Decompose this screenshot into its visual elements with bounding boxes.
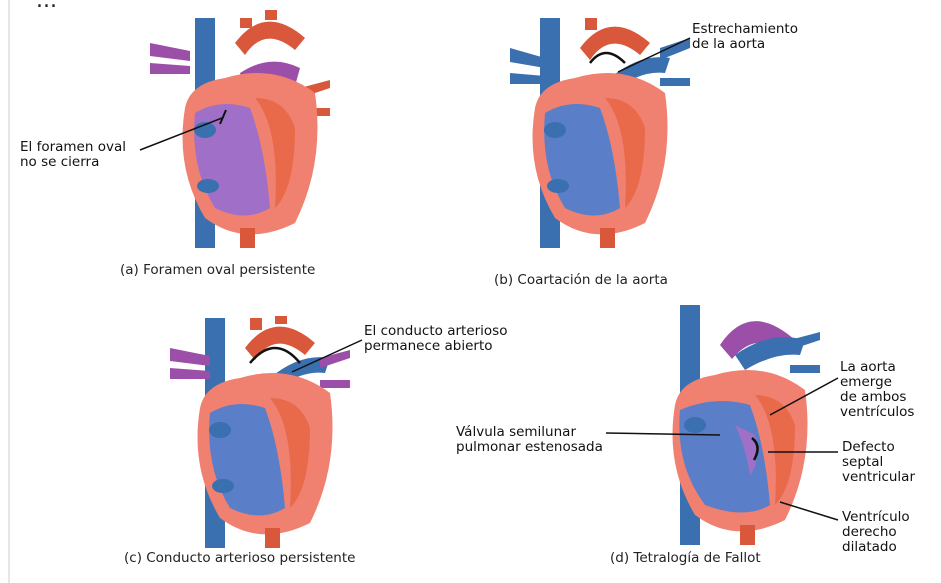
heart-a-illustration (140, 18, 340, 248)
heart-b-illustration (510, 18, 710, 248)
title-fragment: ... (0, 0, 941, 10)
label-conducto: El conducto arterioso permanece abierto (364, 324, 507, 354)
left-border (8, 0, 10, 583)
heart-c-illustration (170, 318, 370, 548)
caption-c: (c) Conducto arterioso persistente (124, 550, 355, 566)
label-foramen-oval: El foramen oval no se cierra (20, 140, 126, 170)
caption-a: (a) Foramen oval persistente (120, 262, 315, 278)
label-ventriculo: Ventrículo derecho dilatado (842, 510, 910, 555)
label-aorta-emerge: La aorta emerge de ambos ventrículos (840, 360, 914, 420)
caption-b: (b) Coartación de la aorta (494, 272, 668, 288)
label-estrechamiento: Estrechamiento de la aorta (692, 22, 798, 52)
label-defecto: Defecto septal ventricular (842, 440, 915, 485)
label-valvula: Válvula semilunar pulmonar estenosada (456, 425, 603, 455)
caption-d: (d) Tetralogía de Fallot (610, 550, 761, 566)
heart-d-illustration (640, 305, 840, 545)
